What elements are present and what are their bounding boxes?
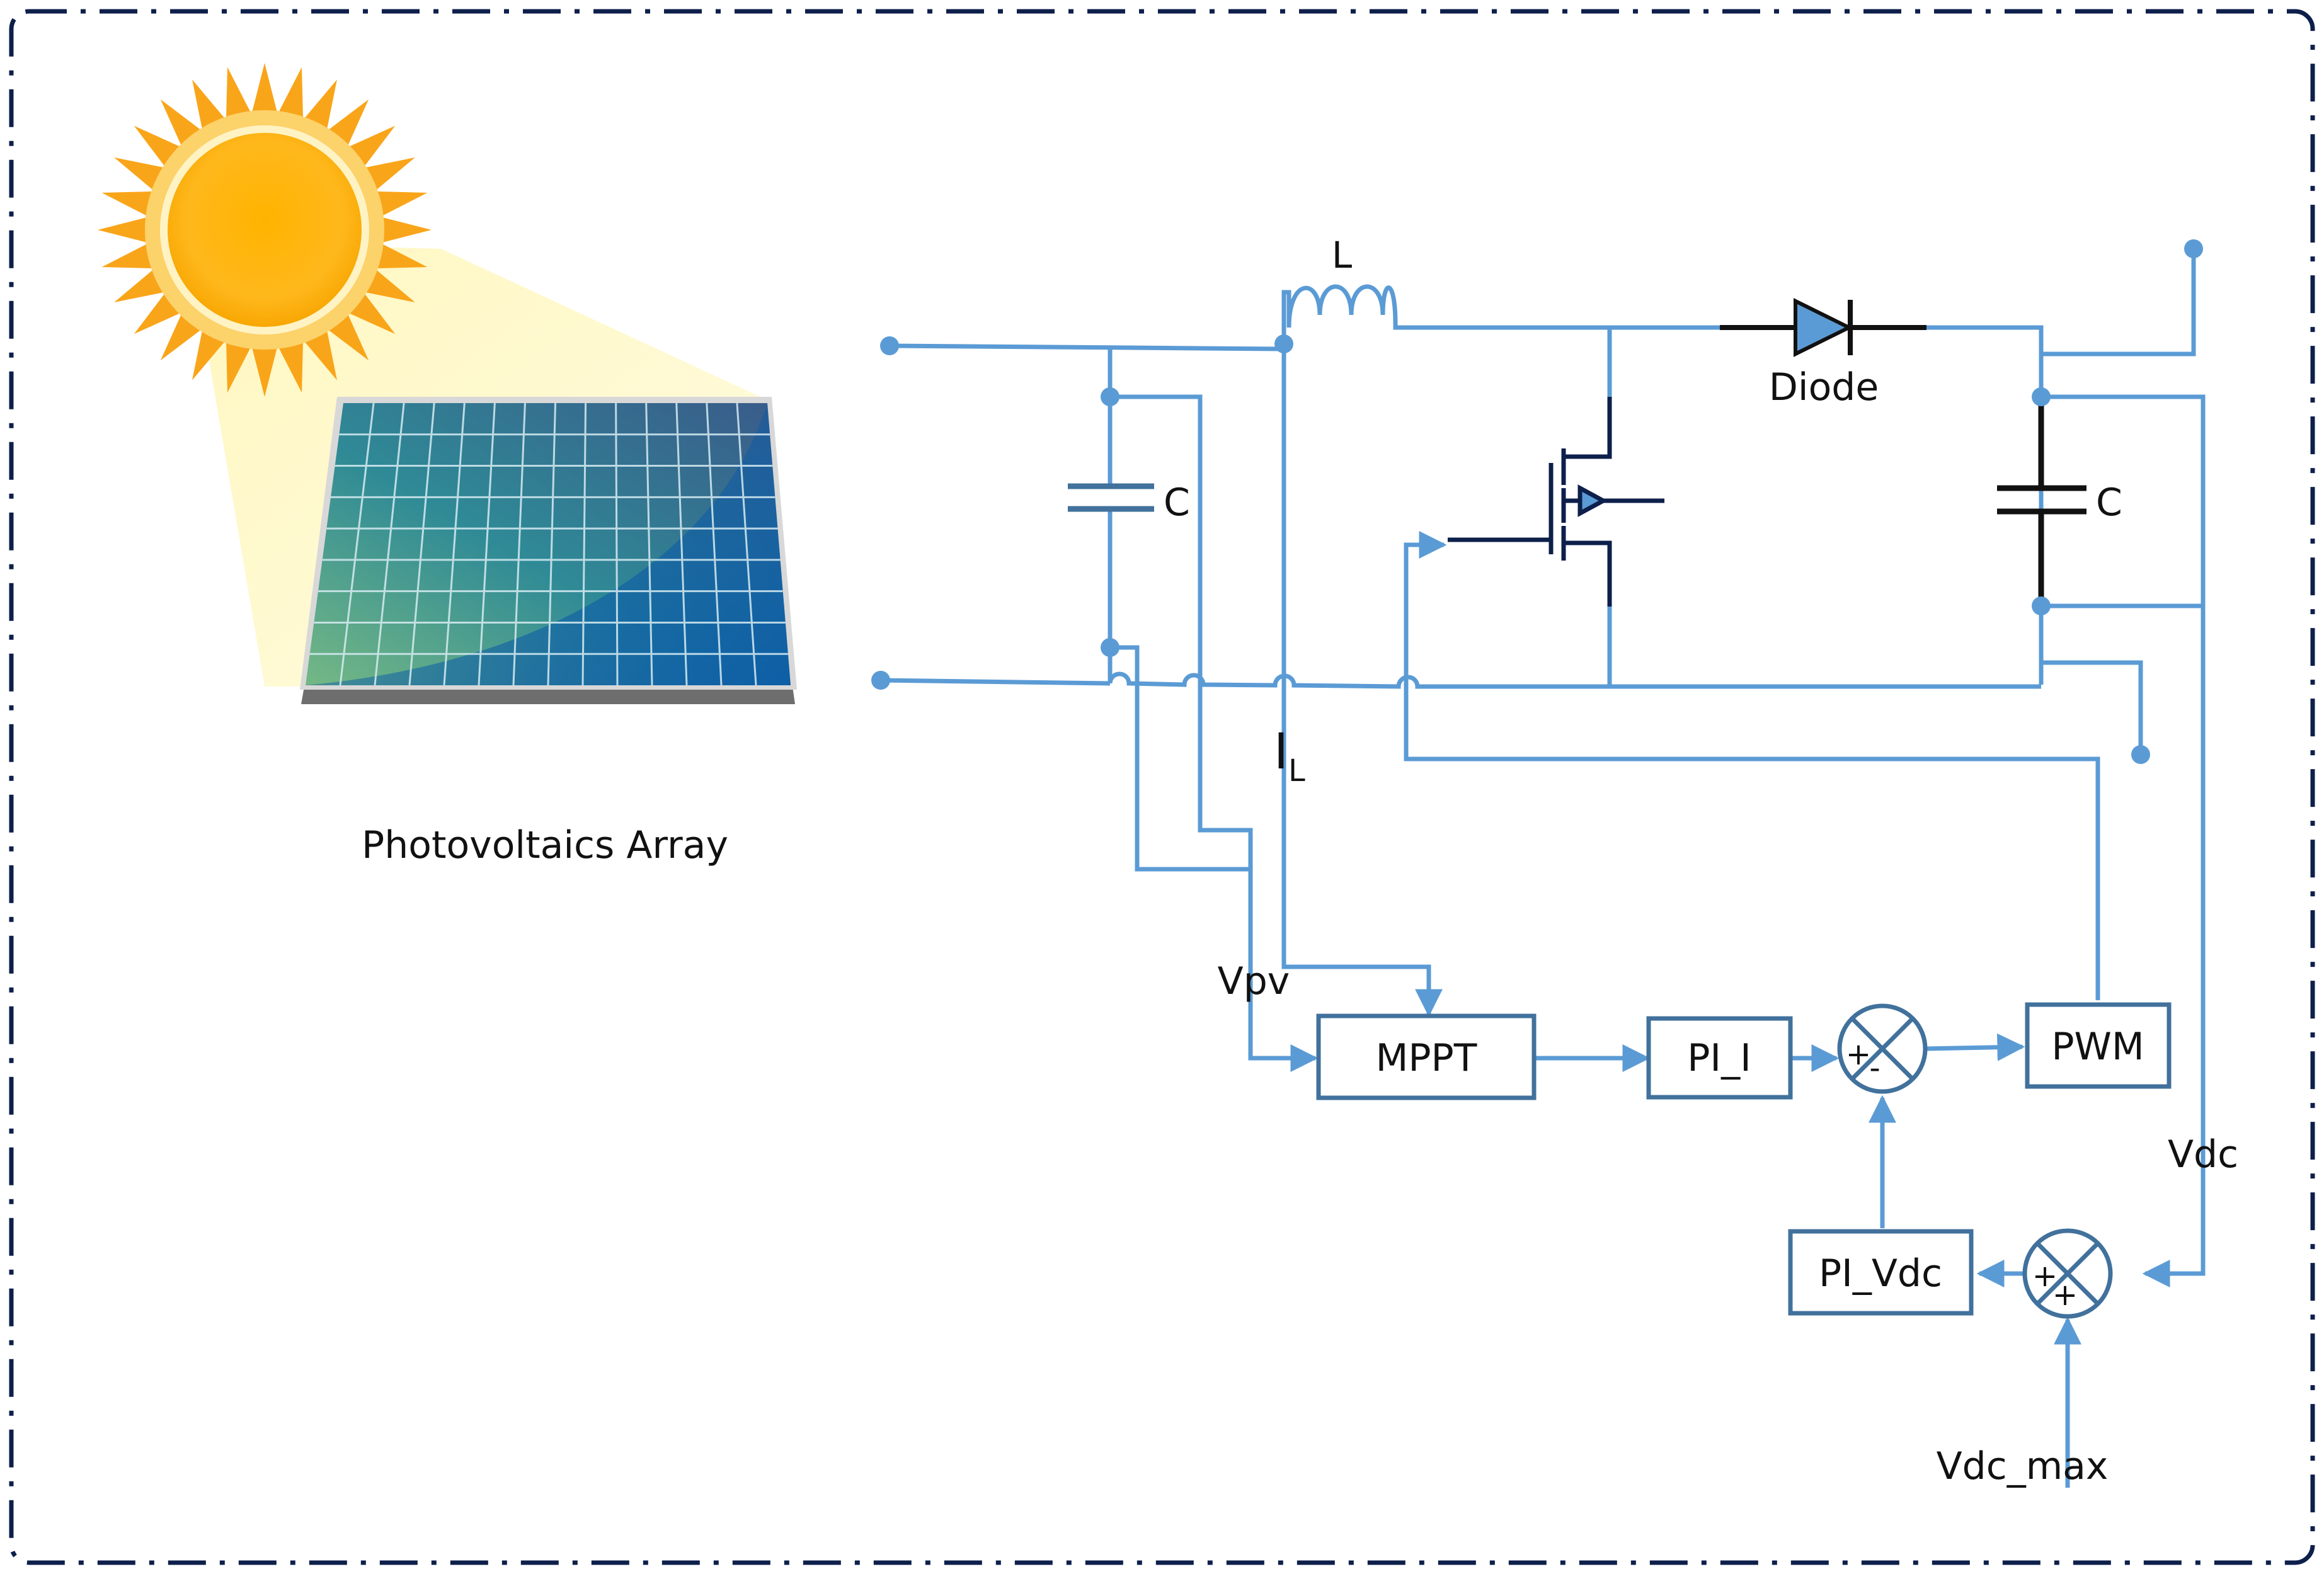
panel-grid-line bbox=[547, 402, 556, 686]
mppt-label: MPPT bbox=[1376, 1036, 1477, 1080]
panel-grid-line bbox=[645, 402, 653, 686]
power-wires bbox=[880, 249, 2206, 1488]
inductor-label: L bbox=[1332, 234, 1352, 277]
vpv-label: Vpv bbox=[1218, 959, 1290, 1003]
upper-minus-sign: - bbox=[1869, 1051, 1880, 1086]
mppt-block bbox=[1316, 1013, 1537, 1100]
panel-grid-line bbox=[374, 402, 405, 686]
pwm-label: PWM bbox=[2051, 1025, 2144, 1069]
pv-array-label: Photovoltaics Array bbox=[362, 823, 728, 867]
diode-label: Diode bbox=[1769, 365, 1879, 409]
pi-i-label: PI_I bbox=[1687, 1036, 1751, 1080]
input-cap-label: C bbox=[1164, 481, 1190, 525]
pi-i-block bbox=[1646, 1016, 1793, 1100]
panel-grid-line bbox=[706, 402, 723, 686]
summing-junction-upper bbox=[1837, 1003, 1928, 1094]
sun-icon bbox=[98, 63, 432, 397]
panel-grid-line bbox=[408, 402, 435, 686]
upper-plus-sign: + bbox=[1846, 1037, 1871, 1072]
panel-grid-line bbox=[478, 402, 496, 686]
panel-grid-line bbox=[736, 402, 757, 686]
junction-dots bbox=[871, 239, 2203, 764]
output-cap-label: C bbox=[2096, 481, 2122, 525]
pi-vdc-label: PI_Vdc bbox=[1819, 1252, 1942, 1296]
vdc-label: Vdc bbox=[2168, 1132, 2238, 1177]
lower-plus-sign-2: + bbox=[2052, 1277, 2078, 1313]
lower-plus-sign-1: + bbox=[2032, 1258, 2058, 1294]
control-blocks bbox=[1316, 1002, 2172, 1316]
panel-grid-line bbox=[512, 402, 526, 686]
input-capacitor bbox=[1068, 483, 1154, 512]
panel-grid-line bbox=[339, 402, 375, 686]
inductor-coil bbox=[1286, 284, 1610, 330]
panel-grid-line bbox=[675, 402, 688, 686]
mosfet-switch bbox=[1448, 397, 1664, 607]
summing-junction-lower bbox=[2022, 1228, 2113, 1319]
solar-panel-icon bbox=[300, 397, 797, 704]
panel-grid-line bbox=[443, 402, 466, 686]
pi-vdc-block bbox=[1788, 1229, 1974, 1316]
output-capacitor bbox=[1997, 397, 2086, 606]
pwm-block bbox=[2025, 1002, 2172, 1089]
diode-symbol bbox=[1720, 298, 1926, 357]
current-label: IL bbox=[1274, 724, 1305, 789]
panel-grid-line bbox=[581, 402, 587, 686]
sun-beam bbox=[189, 242, 767, 687]
panel-grid-line bbox=[615, 402, 619, 686]
vdc-max-label: Vdc_max bbox=[1937, 1444, 2109, 1488]
outer-border bbox=[9, 9, 2315, 1565]
